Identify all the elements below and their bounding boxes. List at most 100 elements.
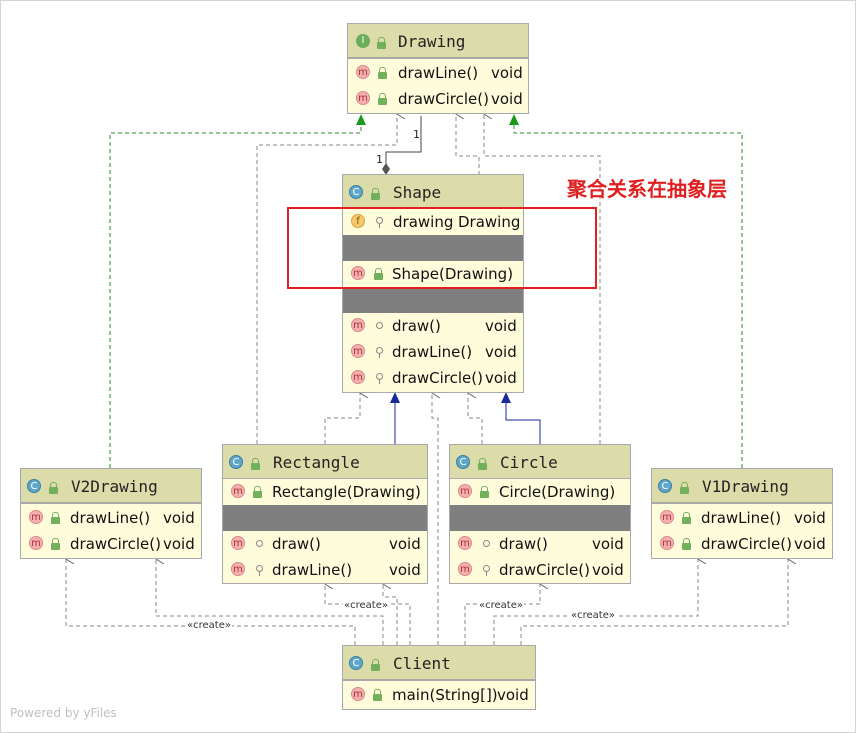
class-shape[interactable]: C Shape f drawing Drawing m Shape(Drawin… bbox=[342, 174, 524, 393]
inheritance-circle-arrowhead bbox=[501, 392, 511, 403]
method-row: m drawCircle() void bbox=[450, 557, 630, 583]
aggregation-diamond bbox=[382, 163, 390, 175]
public-lock-icon bbox=[680, 482, 689, 494]
class-header: C V1Drawing bbox=[652, 469, 832, 503]
create-v1drawing bbox=[520, 559, 788, 645]
protected-key-icon bbox=[376, 347, 383, 358]
public-lock-icon bbox=[377, 37, 386, 49]
class-header: I Drawing bbox=[348, 24, 528, 58]
method-name: drawCircle() bbox=[392, 369, 483, 387]
class-name: Shape bbox=[393, 183, 442, 202]
public-lock-icon bbox=[378, 67, 387, 79]
class-rectangle[interactable]: C Rectangle m Rectangle(Drawing) m draw(… bbox=[222, 444, 428, 584]
dependency-shape-drawing bbox=[456, 114, 480, 175]
public-lock-icon bbox=[682, 512, 691, 524]
method-name: draw() bbox=[499, 535, 548, 553]
method-return-type: void bbox=[592, 561, 624, 579]
method-name: drawLine() bbox=[701, 509, 782, 527]
create-circle bbox=[464, 584, 540, 645]
class-name: Rectangle bbox=[273, 453, 360, 472]
aggregation-multiplicity-shape: 1 bbox=[376, 153, 383, 166]
method-row: m drawCircle() void bbox=[348, 86, 528, 112]
class-icon: C bbox=[27, 479, 41, 493]
public-lock-icon bbox=[373, 689, 382, 701]
public-lock-icon bbox=[251, 458, 260, 470]
method-icon: m bbox=[660, 536, 674, 550]
class-icon: C bbox=[229, 455, 243, 469]
method-icon: m bbox=[29, 510, 43, 524]
method-return-type: void bbox=[163, 535, 195, 553]
method-return-type: void bbox=[491, 90, 523, 108]
method-icon: m bbox=[458, 536, 472, 550]
method-return-type: void bbox=[497, 686, 529, 704]
field-type: Drawing bbox=[458, 213, 521, 231]
compartment-divider bbox=[223, 505, 427, 531]
public-lock-icon bbox=[378, 93, 387, 105]
field-row: f drawing Drawing bbox=[343, 209, 523, 235]
class-client[interactable]: C Client m main(String[]) void bbox=[342, 645, 536, 710]
constructor-row: m Circle(Drawing) bbox=[450, 479, 630, 505]
method-row: m main(String[]) void bbox=[343, 682, 535, 708]
dependency-client-v2drawing bbox=[156, 559, 384, 645]
class-name: V1Drawing bbox=[702, 477, 789, 496]
dependency-circle-shape bbox=[468, 393, 483, 444]
field-icon: f bbox=[351, 214, 365, 228]
class-header: C Circle bbox=[450, 445, 630, 479]
method-return-type: void bbox=[485, 369, 517, 387]
dependency-client-circle bbox=[493, 559, 698, 645]
class-v2drawing[interactable]: C V2Drawing m drawLine() void m drawCirc… bbox=[20, 468, 202, 559]
method-icon: m bbox=[29, 536, 43, 550]
method-return-type: void bbox=[389, 561, 421, 579]
method-row: m drawCircle() void bbox=[21, 531, 201, 557]
method-icon: m bbox=[351, 370, 365, 384]
method-name: draw() bbox=[392, 317, 441, 335]
realization-v1drawing-arrowhead bbox=[509, 114, 519, 125]
class-icon: C bbox=[456, 455, 470, 469]
field-name: drawing bbox=[393, 213, 454, 231]
public-lock-icon bbox=[682, 538, 691, 550]
compartment-divider bbox=[343, 287, 523, 313]
method-row: m drawLine() void bbox=[21, 505, 201, 531]
public-lock-icon bbox=[371, 188, 380, 200]
create-rectangle bbox=[325, 584, 411, 645]
method-icon: m bbox=[356, 91, 370, 105]
class-name: Circle bbox=[500, 453, 558, 472]
method-row: m drawLine() void bbox=[652, 505, 832, 531]
public-lock-icon bbox=[371, 659, 380, 671]
class-header: C Shape bbox=[343, 175, 523, 209]
constructor-name: Rectangle(Drawing) bbox=[272, 483, 421, 501]
method-name: drawCircle() bbox=[70, 535, 161, 553]
public-lock-icon bbox=[480, 486, 489, 498]
protected-key-icon bbox=[483, 565, 490, 576]
static-method-icon: m bbox=[351, 687, 365, 701]
protected-key-icon bbox=[376, 217, 383, 228]
class-icon: C bbox=[349, 185, 363, 199]
dependency-rectangle-drawing bbox=[256, 114, 397, 444]
class-v1drawing[interactable]: C V1Drawing m drawLine() void m drawCirc… bbox=[651, 468, 833, 559]
create-label-v1drawing: «create» bbox=[570, 610, 616, 621]
method-name: drawLine() bbox=[392, 343, 473, 361]
create-label-v2drawing: «create» bbox=[186, 620, 232, 631]
class-header: C V2Drawing bbox=[21, 469, 201, 503]
compartment-divider bbox=[343, 235, 523, 261]
method-row: m draw() void bbox=[223, 531, 427, 557]
class-circle[interactable]: C Circle m Circle(Drawing) m draw() void… bbox=[449, 444, 631, 584]
method-return-type: void bbox=[389, 535, 421, 553]
aggregation-line bbox=[385, 116, 422, 165]
method-name: drawLine() bbox=[398, 64, 479, 82]
abstract-method-icon: m bbox=[351, 318, 365, 332]
interface-icon: I bbox=[356, 34, 370, 48]
class-drawing[interactable]: I Drawing m drawLine() void m drawCircle… bbox=[347, 23, 529, 114]
method-icon: m bbox=[356, 65, 370, 79]
watermark: Powered by yFiles bbox=[10, 706, 117, 720]
dependency-client-shape bbox=[432, 393, 438, 645]
protected-key-icon bbox=[256, 565, 263, 576]
method-return-type: void bbox=[794, 535, 826, 553]
constructor-name: Circle(Drawing) bbox=[499, 483, 616, 501]
method-return-type: void bbox=[485, 343, 517, 361]
method-icon: m bbox=[351, 266, 365, 280]
method-row: m draw() void bbox=[343, 313, 523, 339]
class-name: V2Drawing bbox=[71, 477, 158, 496]
class-name: Drawing bbox=[398, 32, 466, 51]
inheritance-circle bbox=[505, 402, 541, 444]
